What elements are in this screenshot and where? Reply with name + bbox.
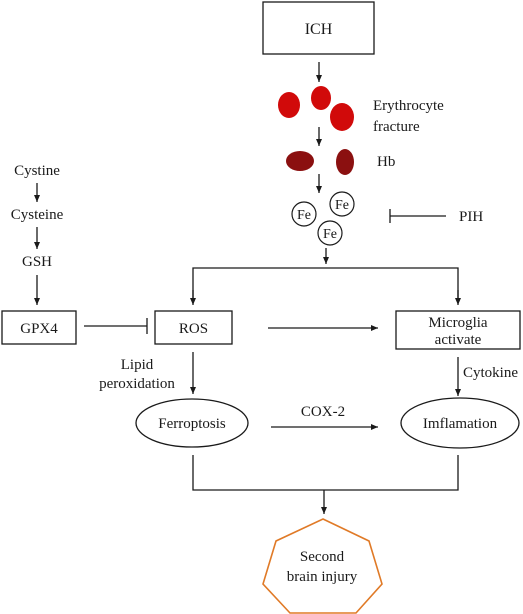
- hb-cell: [286, 151, 314, 171]
- cox2-label: COX-2: [301, 404, 345, 420]
- ros-box: [154, 310, 233, 345]
- fe-label: Fe: [323, 227, 337, 242]
- second-brain-injury-heptagon: [262, 518, 383, 614]
- ferroptosis-label: Ferroptosis: [158, 416, 226, 432]
- imflamation-label: Imflamation: [423, 416, 498, 432]
- microglia-label-line2: activate: [435, 332, 482, 348]
- cytokine-label: Cytokine: [463, 365, 518, 381]
- gsh-label: GSH: [22, 254, 52, 270]
- erythrocyte-cell: [311, 86, 331, 110]
- fe-label: Fe: [297, 208, 311, 223]
- gpx4-box: [1, 310, 77, 345]
- ferroptosis-node: [135, 398, 249, 448]
- lipid-peroxidation-label-line2: peroxidation: [99, 376, 175, 392]
- ich-label: ICH: [305, 21, 333, 38]
- gpx4-label: GPX4: [20, 321, 58, 337]
- lipid-peroxidation-label-line1: Lipid: [121, 357, 154, 373]
- hb-cell: [336, 149, 354, 175]
- pih-label: PIH: [459, 209, 483, 225]
- hemoglobin-icon: [286, 149, 354, 175]
- fe-circle: [329, 191, 355, 217]
- fe-circle: [291, 201, 317, 227]
- erythrocyte-cell: [278, 92, 300, 118]
- erythrocyte-cell: [330, 103, 354, 131]
- fe-label: Fe: [335, 198, 349, 213]
- erythrocyte-fracture-label-line2: fracture: [373, 119, 420, 135]
- microglia-label-line1: Microglia: [428, 315, 487, 331]
- ich-box: [262, 1, 375, 55]
- hb-label: Hb: [377, 154, 395, 170]
- erythrocyte-fracture-label-line1: Erythrocyte: [373, 98, 444, 114]
- cysteine-label: Cysteine: [11, 207, 64, 223]
- merge-connector: [192, 455, 459, 491]
- erythrocyte-cells-icon: [278, 86, 354, 131]
- second-brain-injury-label-line2: brain injury: [287, 569, 358, 585]
- ros-label: ROS: [179, 321, 208, 337]
- microglia-box: [395, 310, 521, 350]
- imflamation-node: [400, 397, 520, 449]
- split-connector: [192, 267, 459, 298]
- fe-circle: [317, 220, 343, 246]
- cystine-label: Cystine: [14, 163, 60, 179]
- second-brain-injury-label-line1: Second: [300, 549, 345, 565]
- iron-ions: Fe Fe Fe: [291, 191, 355, 246]
